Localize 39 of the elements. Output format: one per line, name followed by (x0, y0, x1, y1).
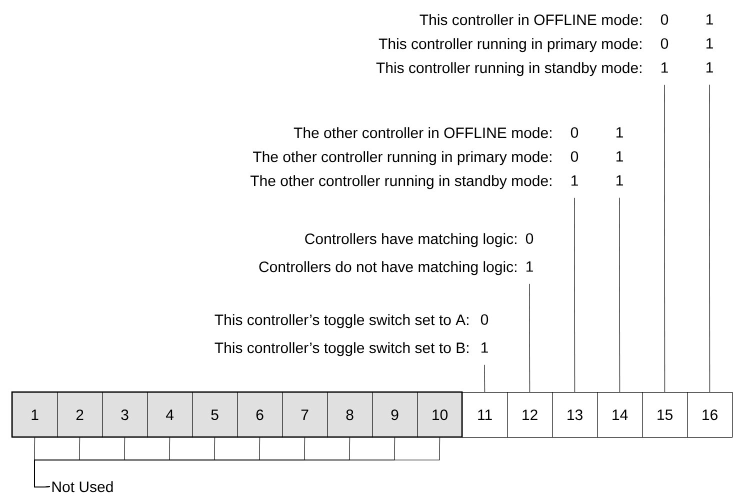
leader-line (484, 364, 486, 392)
row-label: This controller running in standby mode: (376, 62, 642, 76)
bit-cell: 7 (282, 392, 328, 438)
bit-cell: 8 (327, 392, 373, 438)
bit-cell: 3 (102, 392, 148, 438)
row-label: The other controller in OFFLINE mode: (294, 127, 552, 138)
bit-values: 0 0 1 (660, 14, 668, 73)
bit-values: 1 1 1 (616, 127, 623, 186)
leader-line (664, 84, 666, 392)
bit-cell: 13 (552, 392, 598, 438)
leader-line (619, 197, 620, 392)
leader-line (709, 84, 710, 392)
bit-cell: 5 (192, 392, 238, 438)
row-label: This controller’s toggle switch set to B: (214, 342, 468, 356)
bit-cell: 6 (237, 392, 283, 438)
row-label: Controllers have matching logic: (305, 233, 516, 248)
bit-cell: 1 (12, 392, 58, 438)
bit-cell: 11 (462, 392, 508, 438)
bit-cell: 2 (57, 392, 103, 438)
row-label: This controller in OFFLINE mode: (420, 14, 642, 26)
note-text: Not Used (52, 481, 113, 492)
bit-values: 1 1 1 (706, 14, 713, 73)
leader-line (529, 284, 530, 392)
row-label: The other controller running in primary mode: (253, 151, 552, 166)
bit-cell: 15 (642, 392, 688, 438)
row-label: The other controller running in standby mode: (250, 175, 552, 190)
row-label: Controllers do not have matching logic: (259, 261, 516, 276)
row-label: This controller’s toggle switch set to A: (214, 314, 468, 328)
bit-cell: 10 (417, 392, 463, 438)
bit-cell: 14 (597, 392, 643, 438)
bit-cell: 12 (507, 392, 553, 438)
bit-values: 0 1 (480, 314, 488, 353)
leader-line (574, 198, 576, 392)
bit-cell: 16 (687, 392, 733, 438)
row-label: This controller running in primary mode: (378, 38, 642, 52)
bit-values: 0 1 (526, 233, 534, 272)
bit-cell: 9 (372, 392, 418, 438)
bit-values: 0 0 1 (570, 127, 578, 186)
bit-cell: 4 (147, 392, 193, 438)
